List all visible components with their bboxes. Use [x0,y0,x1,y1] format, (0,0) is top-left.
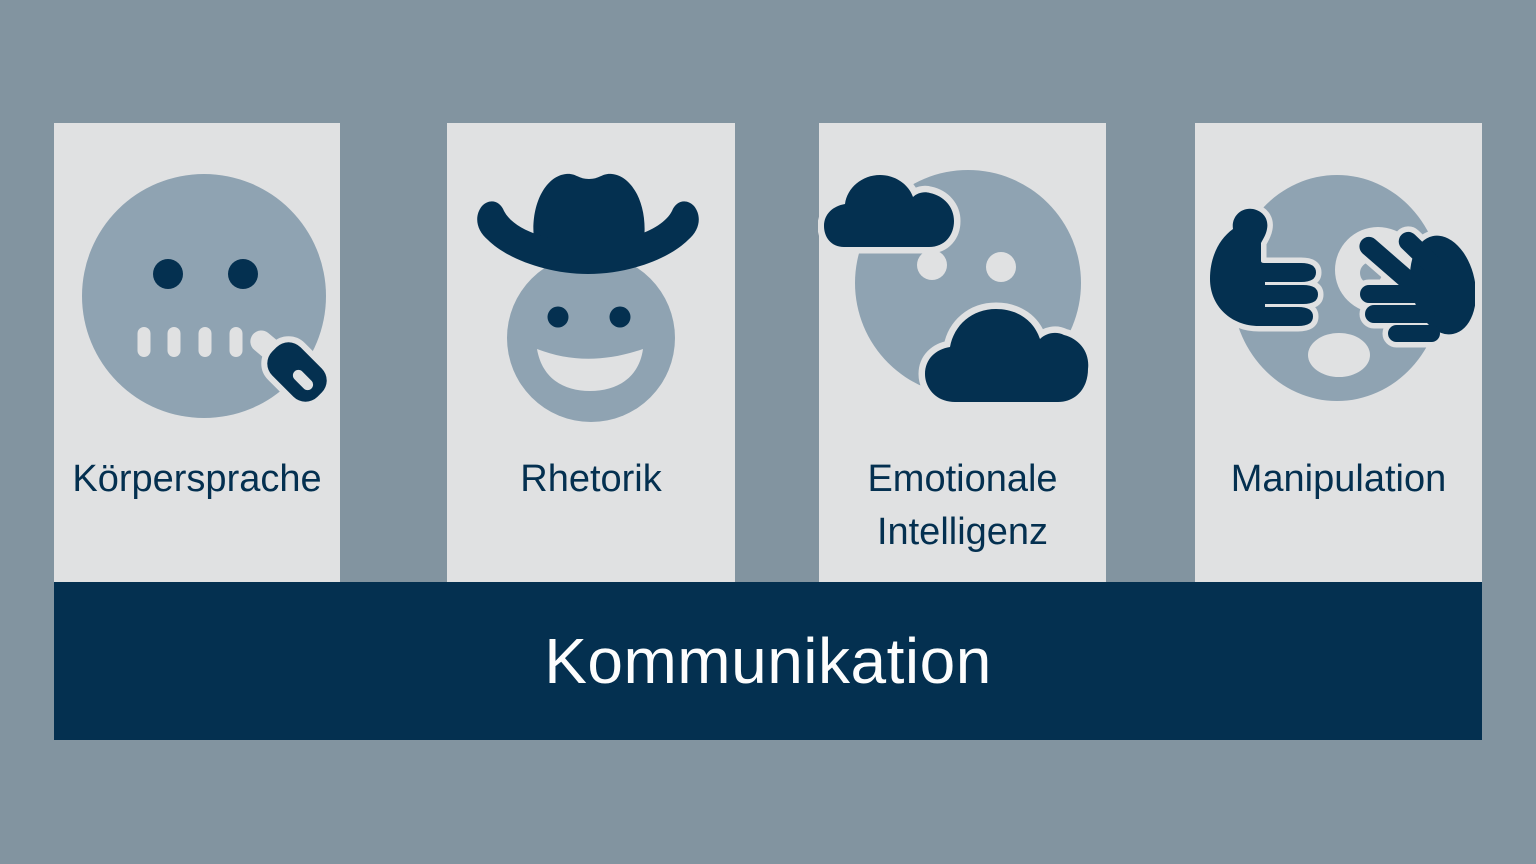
face-in-clouds-icon [818,163,1114,403]
card-emotionale-intelligenz: Emotionale Intelligenz [818,123,1106,582]
face-with-peeking-eye-icon [1204,175,1475,401]
banner-label: Kommunikation [544,625,992,697]
zipper-teeth [137,327,243,357]
card-koerpersprache: Körpersprache [54,123,340,582]
bottom-right-cloud [918,302,1095,403]
face-in-clouds-icon [818,168,1095,403]
face-with-peeking-eye-icon [1203,173,1475,409]
top-left-cloud [818,168,961,254]
zipper-mouth-face-icon [82,174,333,418]
card-label: Rhetorik [520,458,662,500]
card-label: Emotionale Intelligenz [867,458,1058,553]
left-eye [917,250,947,280]
open-mouth [1308,333,1370,377]
card-label: Manipulation [1230,458,1447,500]
left-hand [1204,203,1324,332]
cowboy-hat [477,173,699,274]
card-rhetorik: Rhetorik [447,123,735,582]
right-hand [1353,226,1475,348]
zipper-pull [250,330,333,408]
card-label: Körpersprache [72,458,322,500]
right-eye [228,259,258,289]
face-circle [507,254,675,422]
banner-kommunikation: Kommunikation [54,582,1482,740]
zipper-mouth-face-icon [74,166,334,426]
right-eye [609,306,631,328]
left-eye [547,306,569,328]
cowboy-smiley-face-icon [477,173,699,422]
right-eye [986,252,1016,282]
card-manipulation: Manipulation [1195,123,1482,582]
smile-mouth [537,349,643,391]
left-eye [153,259,183,289]
cowboy-smiley-face-icon [476,170,700,424]
